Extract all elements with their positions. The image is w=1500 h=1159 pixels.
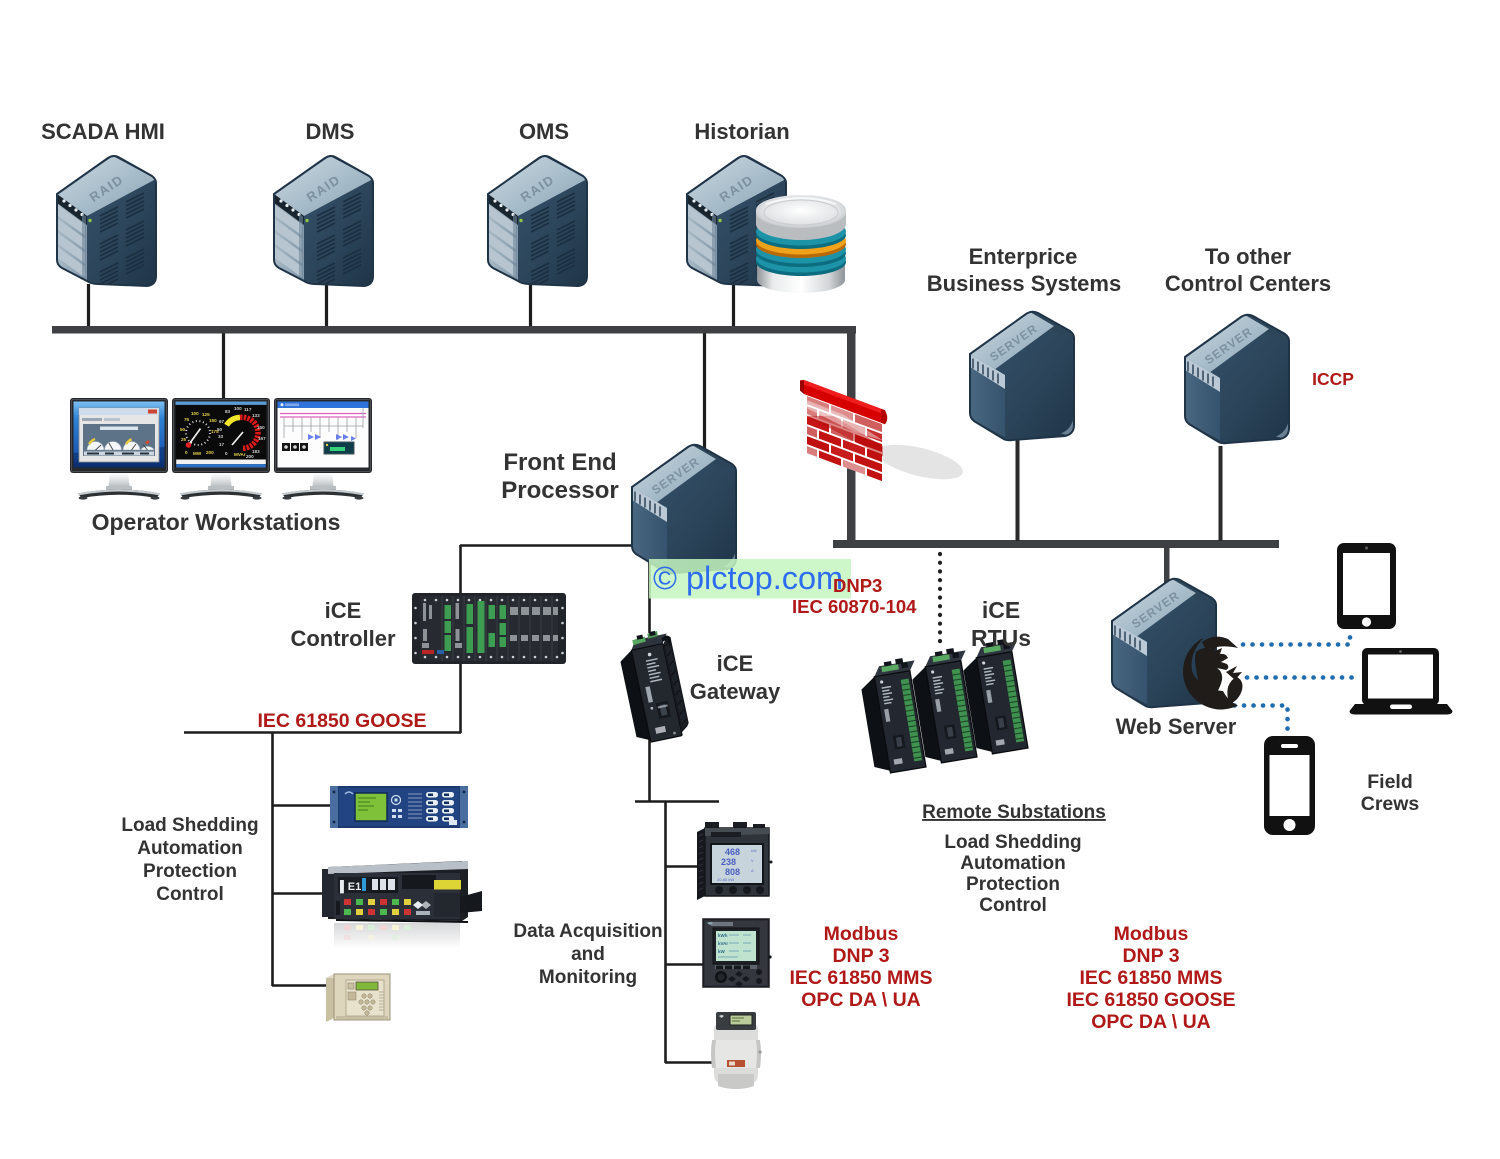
svg-text:OPC DA \ UA: OPC DA \ UA: [801, 989, 921, 1011]
svg-text:To other: To other: [1205, 244, 1292, 269]
svg-text:Control: Control: [979, 895, 1047, 916]
svg-text:Automation: Automation: [137, 838, 243, 859]
svg-text:kVAr: kVAr: [718, 941, 728, 946]
svg-text:Front End: Front End: [503, 449, 616, 476]
svg-text:Automation: Automation: [960, 853, 1066, 874]
svg-text:Load Shedding: Load Shedding: [944, 832, 1081, 853]
svg-text:100: 100: [191, 411, 199, 416]
svg-text:DNP 3: DNP 3: [1122, 945, 1179, 967]
svg-text:Processor: Processor: [501, 477, 618, 504]
svg-text:67: 67: [219, 419, 225, 424]
svg-text:468: 468: [725, 847, 740, 857]
svg-text:0: 0: [225, 451, 228, 456]
svg-text:IEC 61850 MMS: IEC 61850 MMS: [1079, 967, 1222, 989]
svg-text:ICCP: ICCP: [1312, 369, 1354, 389]
svg-text:Protection: Protection: [966, 874, 1060, 895]
svg-text:SCADA HMI: SCADA HMI: [41, 119, 165, 144]
svg-text:Protection: Protection: [143, 861, 237, 882]
svg-text:▌E1: ▌E1: [340, 879, 361, 894]
svg-text:DNP3: DNP3: [833, 575, 882, 596]
svg-text:IEC 61850 GOOSE: IEC 61850 GOOSE: [1066, 989, 1235, 1011]
svg-text:150: 150: [257, 425, 265, 430]
svg-text:150: 150: [209, 418, 217, 423]
svg-text:iCE: iCE: [717, 651, 754, 676]
svg-text:V: V: [751, 858, 754, 863]
svg-text:133: 133: [252, 413, 260, 418]
svg-text:Web Server: Web Server: [1116, 714, 1237, 739]
svg-text:Historian: Historian: [694, 119, 789, 144]
svg-text:Crews: Crews: [1361, 793, 1420, 815]
svg-text:and: and: [571, 944, 605, 965]
svg-text:0: 0: [185, 450, 188, 455]
svg-text:iCE: iCE: [982, 597, 1020, 623]
svg-text:50: 50: [180, 427, 186, 432]
svg-text:Business Systems: Business Systems: [927, 271, 1121, 296]
svg-text:Control: Control: [156, 884, 224, 905]
svg-text:Data Acquisition: Data Acquisition: [513, 921, 662, 942]
svg-text:Modbus: Modbus: [824, 923, 899, 945]
svg-text:183: 183: [252, 449, 260, 454]
svg-text:iCE: iCE: [325, 598, 362, 623]
svg-text:17: 17: [219, 442, 225, 447]
svg-text:MVAr: MVAr: [234, 452, 246, 457]
svg-text:MW: MW: [193, 451, 202, 456]
svg-text:Remote Substations: Remote Substations: [922, 802, 1106, 823]
svg-text:50: 50: [217, 427, 223, 432]
svg-text:DMS: DMS: [306, 119, 355, 144]
svg-text:kW: kW: [751, 848, 757, 853]
svg-text:83: 83: [225, 409, 231, 414]
svg-text:33: 33: [218, 434, 224, 439]
svg-text:167: 167: [258, 436, 266, 441]
svg-text:100: 100: [234, 406, 242, 411]
svg-text:125: 125: [202, 412, 210, 417]
svg-text:Enterprice: Enterprice: [969, 244, 1078, 269]
svg-text:Modbus: Modbus: [1114, 923, 1189, 945]
svg-text:IEC 60870-104: IEC 60870-104: [792, 596, 917, 617]
svg-text:Gateway: Gateway: [690, 679, 781, 704]
svg-text:75: 75: [184, 417, 190, 422]
svg-text:117: 117: [244, 407, 252, 412]
svg-text:IEC 61850 MMS: IEC 61850 MMS: [789, 967, 932, 989]
svg-text:200: 200: [246, 454, 254, 459]
svg-text:Control Centers: Control Centers: [1165, 271, 1331, 296]
svg-text:Operator Workstations: Operator Workstations: [92, 509, 341, 535]
svg-text:Monitoring: Monitoring: [539, 967, 637, 988]
svg-text:OPC DA \ UA: OPC DA \ UA: [1091, 1011, 1211, 1033]
svg-text:kW: kW: [718, 949, 726, 954]
svg-text:© plctop.com: © plctop.com: [653, 560, 843, 596]
svg-text:200: 200: [206, 450, 214, 455]
svg-text:Field: Field: [1367, 771, 1413, 793]
svg-text:25: 25: [181, 437, 187, 442]
svg-text:Load Shedding: Load Shedding: [121, 815, 258, 836]
svg-text:808: 808: [725, 867, 740, 877]
svg-text:20-80 kW: 20-80 kW: [717, 877, 734, 882]
svg-text:OMS: OMS: [519, 119, 569, 144]
svg-text:IEC 61850 GOOSE: IEC 61850 GOOSE: [257, 710, 426, 732]
svg-text:Controller: Controller: [290, 626, 396, 651]
svg-text:DNP 3: DNP 3: [832, 945, 889, 967]
svg-text:175: 175: [211, 429, 219, 434]
svg-text:RTUs: RTUs: [971, 625, 1031, 651]
svg-text:A: A: [751, 868, 754, 873]
svg-text:kWh: kWh: [718, 933, 728, 938]
svg-text:238: 238: [721, 857, 736, 867]
